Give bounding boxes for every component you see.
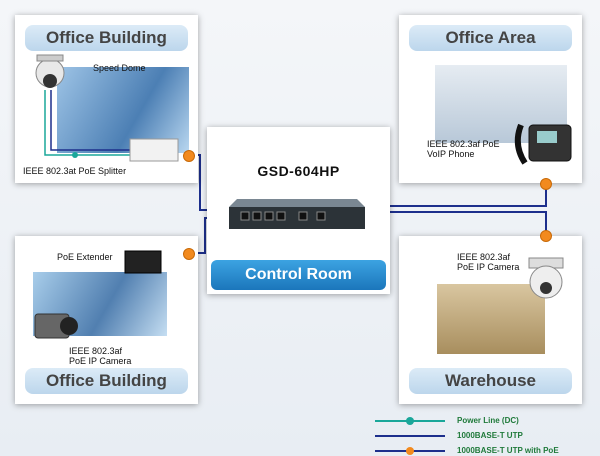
speed-dome-camera — [35, 54, 179, 162]
legend-label-utp: 1000BASE-T UTP — [457, 431, 523, 440]
panel-title: Office Building — [25, 368, 188, 394]
poe-extender-label: PoE Extender — [57, 252, 113, 262]
legend-power-marker — [406, 417, 414, 425]
panel-title: Warehouse — [409, 368, 572, 394]
poe-splitter-label: IEEE 802.3at PoE Splitter — [23, 166, 127, 176]
voip-phone — [514, 123, 572, 165]
panel-office-area: Office Area IEEE 802.3af PoE VoIP Phone — [399, 15, 582, 183]
legend-label-utp-poe: 1000BASE-T UTP with PoE — [457, 446, 559, 455]
ip-camera — [34, 250, 162, 339]
legend-label-power: Power Line (DC) — [457, 416, 519, 425]
legend-poe-marker — [406, 447, 414, 455]
poe-badge-icon — [183, 150, 195, 162]
panel-warehouse: Warehouse IEEE 802.3af PoE IP Camera — [399, 236, 582, 404]
panel-title: Office Building — [25, 25, 188, 51]
poe-badge-icon — [540, 230, 552, 242]
warehouse-camera-label: IEEE 802.3af PoE IP Camera — [457, 252, 520, 272]
panel-title: Office Area — [409, 25, 572, 51]
warehouse-photo — [437, 284, 545, 354]
poe-badge-icon — [540, 178, 552, 190]
switch-model-label: GSD-604HP — [257, 163, 340, 179]
panel-office-building-top: Office Building Speed Dome IEEE 802.3at … — [15, 15, 198, 183]
speed-dome-label: Speed Dome — [93, 63, 146, 73]
poe-badge-icon — [183, 248, 195, 260]
voip-phone-label: IEEE 802.3af PoE VoIP Phone — [427, 139, 500, 159]
warehouse-camera — [528, 257, 564, 299]
control-room-panel: GSD-604HP Control Room — [207, 127, 390, 294]
panel-office-building-bottom: Office Building PoE Extender IEEE 802.3a… — [15, 236, 198, 404]
control-room-label: Control Room — [211, 260, 386, 290]
switch-device — [229, 199, 365, 229]
ip-camera-label: IEEE 802.3af PoE IP Camera — [69, 346, 132, 366]
